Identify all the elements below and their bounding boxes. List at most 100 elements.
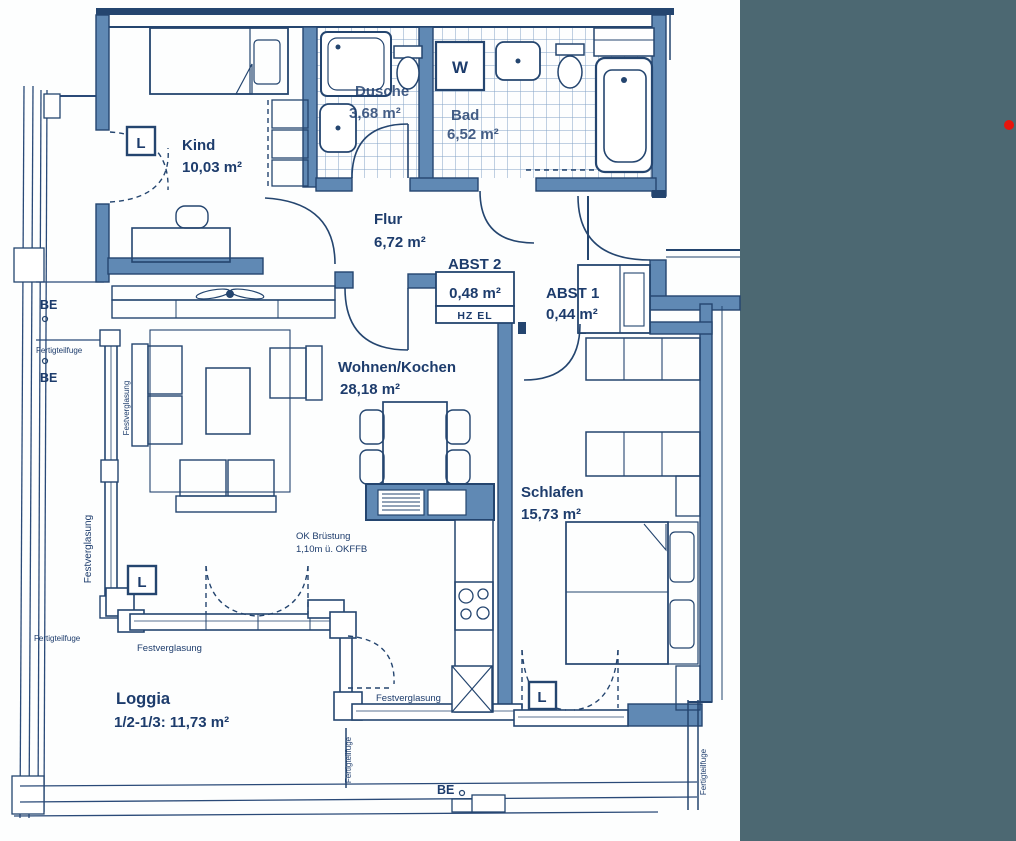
parapet-note-line2: 1,10m ü. OKFFB	[296, 544, 367, 555]
pillow-icon	[669, 599, 695, 649]
wall-bath-bottom	[409, 177, 479, 192]
burner-icon	[460, 608, 472, 620]
entrance-jamb	[652, 190, 666, 198]
wall-bath-bottom	[535, 177, 657, 192]
coffee-table	[205, 367, 251, 435]
bathtub-inner	[603, 69, 647, 163]
wall-bath-bottom	[315, 177, 353, 192]
l-marker-box	[125, 125, 157, 157]
joint-label-vertical: Fertigteilfuge	[699, 748, 708, 795]
shower-tray-inner	[327, 37, 385, 91]
sofa-seat	[179, 459, 227, 497]
joint-label: Fertigteilfuge	[36, 346, 83, 355]
joint-label-vertical: Fertigteilfuge	[344, 736, 353, 783]
room-area-loggia: 1/2-1/3: 11,73 m²	[114, 714, 229, 731]
burner-icon	[477, 588, 489, 600]
door-arc-entrance	[577, 195, 651, 261]
blanket-fold-icon	[235, 63, 253, 95]
be-dot-icon	[41, 315, 49, 323]
shelf-unit	[271, 129, 309, 159]
window-mullion	[100, 459, 119, 483]
hz-el-label: HZ EL	[457, 310, 492, 322]
edge-line	[28, 85, 34, 819]
wall-kind-left	[95, 14, 110, 131]
marker-boxes	[125, 125, 558, 711]
parapet-note-line1: OK Brüstung	[296, 531, 350, 542]
drain-icon	[335, 125, 341, 131]
wall-stub	[334, 271, 354, 289]
french-door-arc	[257, 565, 309, 617]
burner-icon	[458, 588, 474, 604]
drainer-lines	[382, 493, 420, 511]
plant-center-icon	[226, 290, 234, 298]
loggia-edge	[19, 781, 698, 787]
edge-line	[37, 89, 42, 813]
burner-icon	[476, 606, 490, 620]
scan-side-panel	[740, 0, 1016, 841]
joint-block	[43, 93, 61, 119]
armchair-seat	[269, 347, 307, 399]
room-label-schlafen: Schlafen	[521, 484, 584, 501]
glazing-label-vertical: Festverglasung	[122, 381, 131, 436]
wall-kind-dusche	[302, 26, 318, 188]
wall-ext-right	[649, 295, 741, 311]
wall-schlafen-bottom	[627, 703, 703, 727]
l-marker-label: L	[136, 135, 145, 152]
doors	[264, 123, 651, 381]
wardrobe-icon	[585, 337, 701, 381]
window-corner-block	[329, 611, 357, 639]
be-label: BE	[40, 298, 57, 312]
wc-tank-icon	[555, 43, 585, 56]
drain-icon	[621, 77, 627, 83]
loggia-door-arc	[347, 635, 395, 685]
l-marker-box	[126, 564, 158, 596]
room-label-wohnen: Wohnen/Kochen	[338, 359, 456, 376]
glazing-label: Festverglasung	[137, 643, 202, 654]
shelf-unit	[271, 99, 309, 129]
room-area-flur: 6,72 m²	[374, 234, 426, 251]
wc-icon	[396, 56, 420, 90]
wall-schlafen-top	[649, 321, 713, 335]
building-edges	[11, 85, 698, 819]
room-label-bad: Bad	[451, 107, 479, 124]
wall-loggia-step	[339, 627, 353, 703]
sofa-seat	[227, 459, 275, 497]
shelf-unit	[271, 159, 309, 187]
washing-machine-label: W	[452, 58, 469, 77]
nightstand	[675, 475, 701, 517]
glazing-label-vertical: Festverglasung	[83, 515, 94, 583]
be-label: BE	[437, 783, 454, 797]
be-dot-icon	[458, 789, 466, 797]
abst2-closet	[435, 271, 515, 307]
room-label-abst2: ABST 2	[448, 256, 501, 273]
drain-icon	[335, 44, 341, 50]
headboard	[667, 521, 699, 665]
sofa-seat	[147, 395, 183, 445]
joint-block	[13, 247, 45, 283]
wc-tank-icon	[393, 45, 423, 59]
bed-single-icon	[149, 27, 289, 95]
loggia-edge	[19, 796, 698, 803]
stove-icon	[454, 581, 494, 631]
bathtub-icon	[594, 56, 654, 174]
be-connector-block	[471, 794, 506, 813]
french-door-arc	[205, 565, 257, 617]
door-arc-dusche	[351, 123, 409, 179]
drain-icon	[515, 58, 521, 64]
nightstand	[675, 665, 701, 711]
door-arc-schlafen	[523, 323, 581, 381]
room-area-dusche: 3,68 m²	[349, 105, 401, 122]
wall-wohnen-top	[407, 273, 437, 289]
chair-icon	[175, 205, 209, 229]
room-area-kind: 10,03 m²	[182, 159, 242, 176]
bath-fixtures	[319, 27, 655, 174]
dashed-swings	[109, 100, 619, 711]
l-marker-label: L	[537, 689, 546, 706]
wall-kind-left	[95, 203, 110, 283]
room-label-flur: Flur	[374, 211, 402, 228]
washing-machine-icon	[434, 40, 486, 92]
wall-top	[96, 8, 674, 15]
labels: Kind 10,03 m² Dusche 3,68 m² Bad 6,52 m²…	[34, 58, 708, 797]
